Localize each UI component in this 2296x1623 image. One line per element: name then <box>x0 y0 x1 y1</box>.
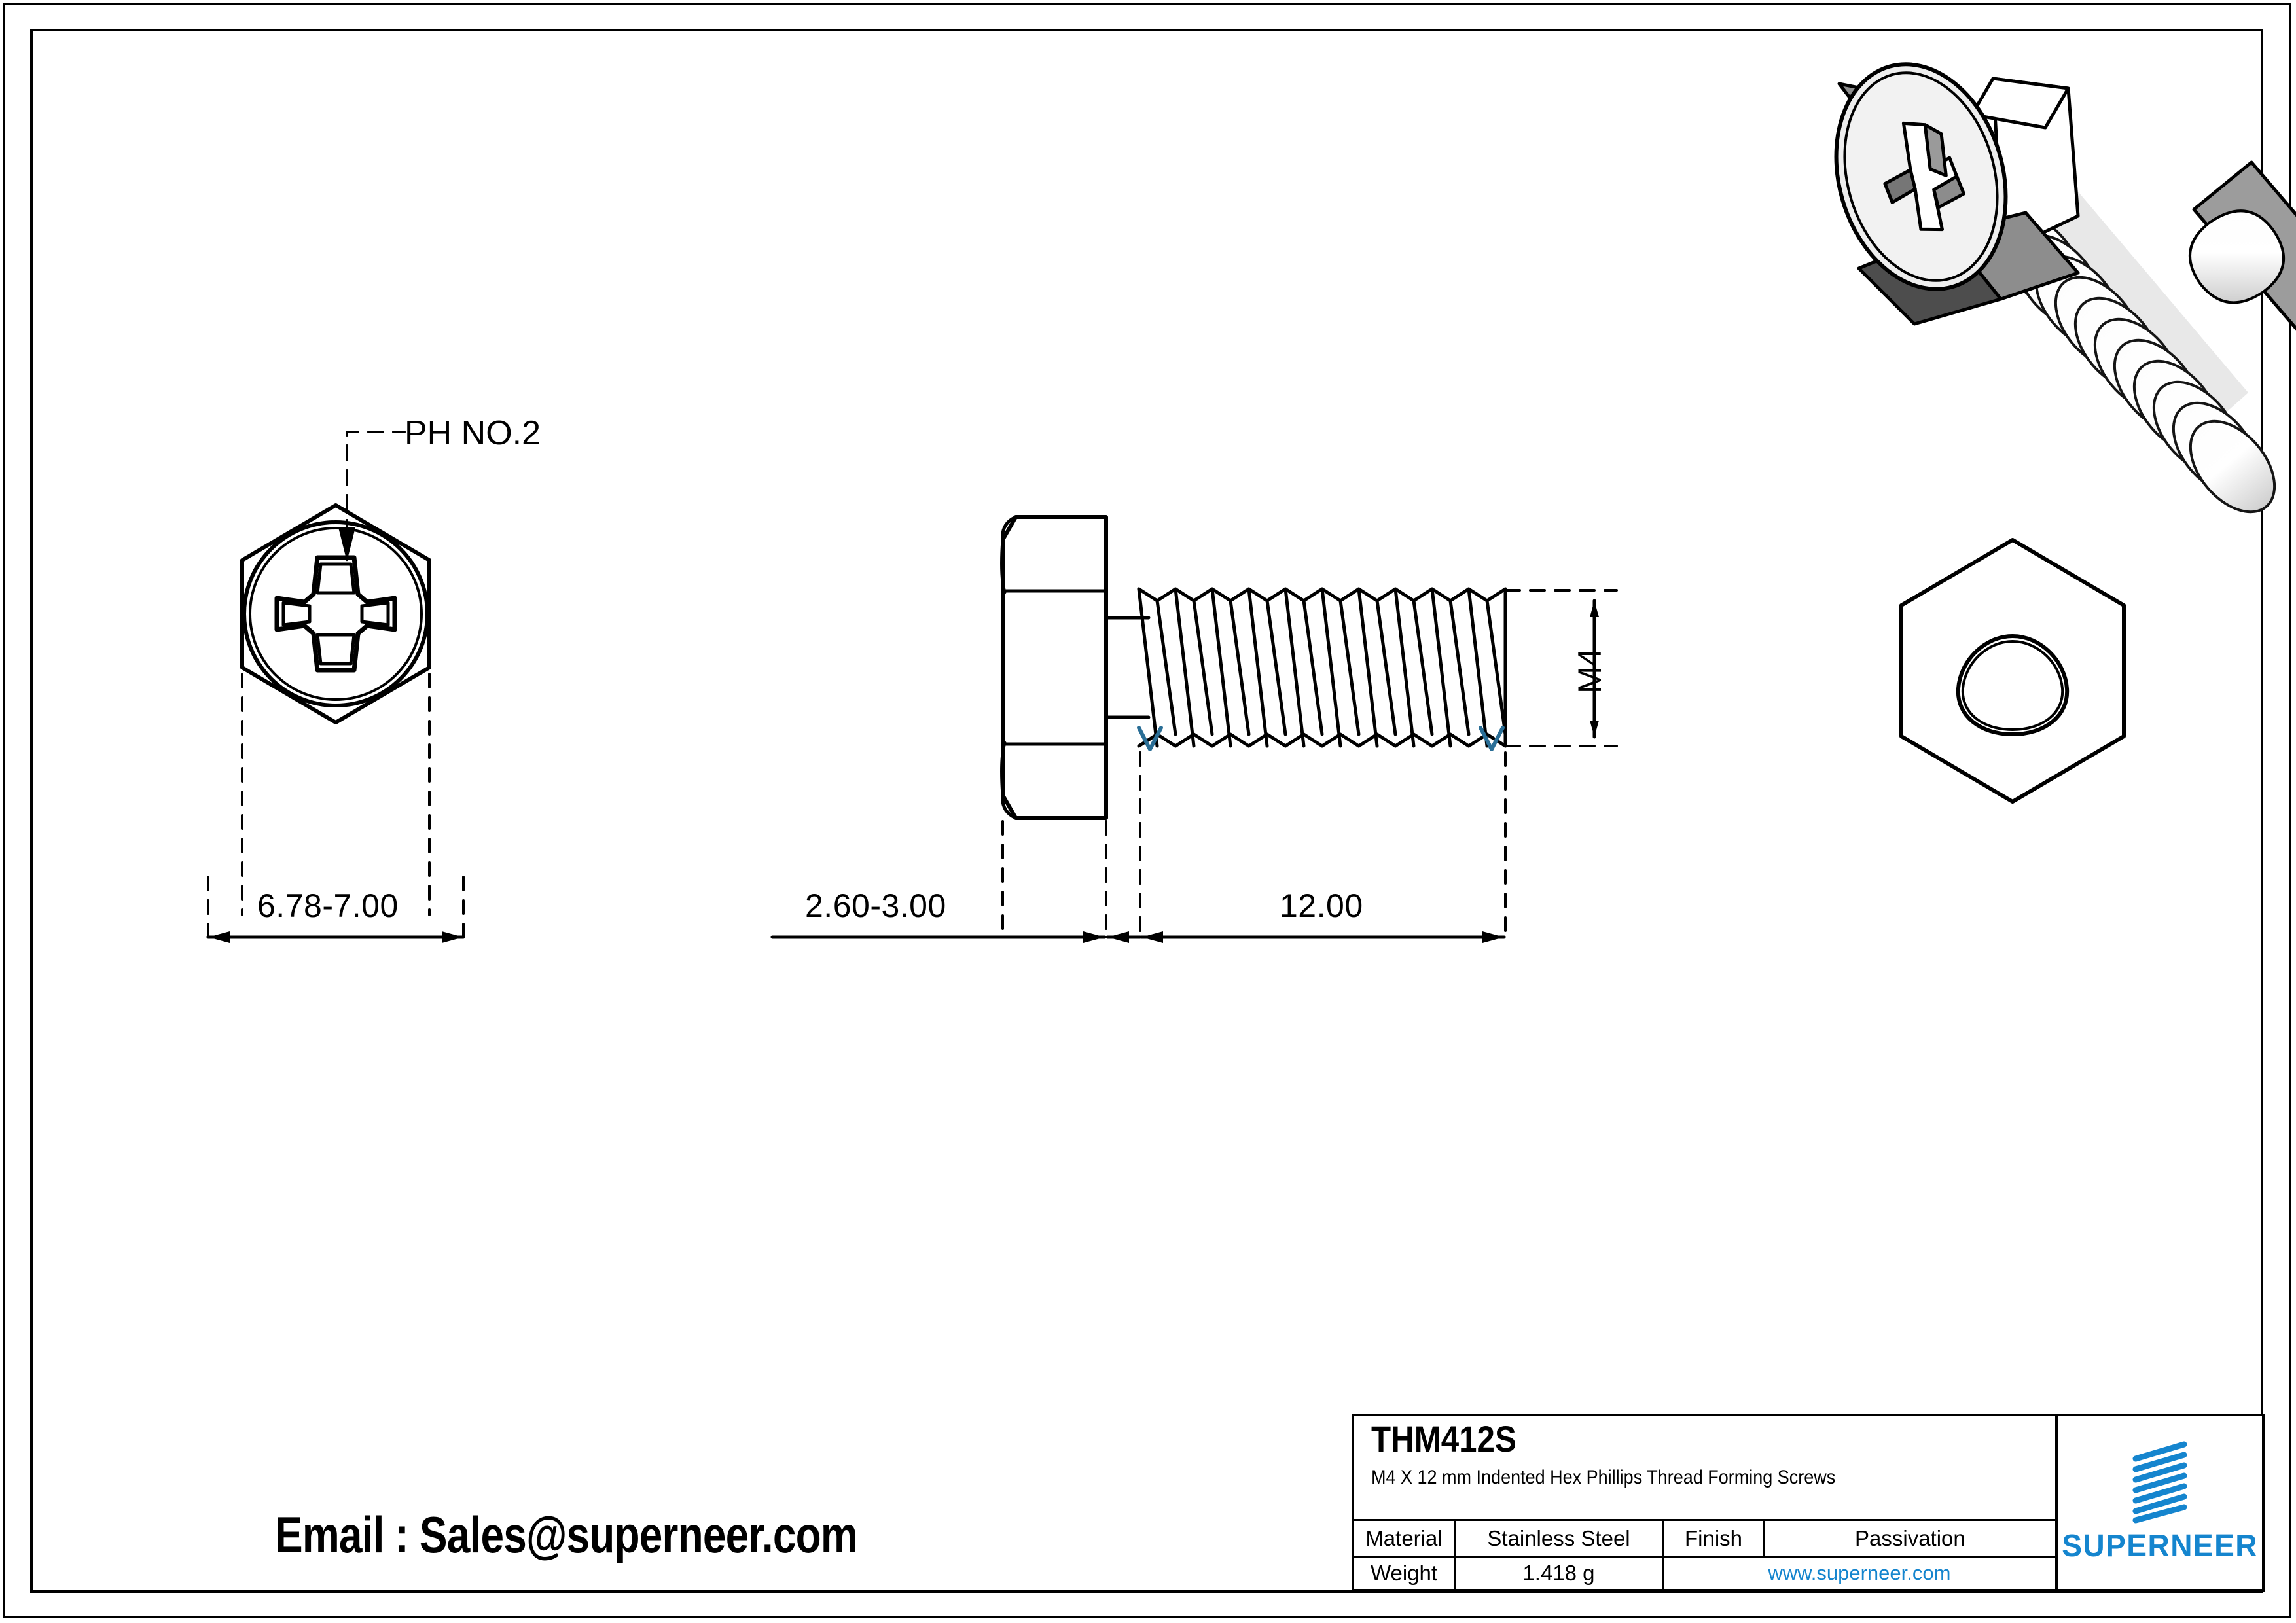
part-number: THM412S <box>1371 1418 1516 1459</box>
title-block-left: THM412S M4 X 12 mm Indented Hex Phillips… <box>1354 1416 2058 1589</box>
page-outer-frame <box>3 3 2291 1618</box>
dim-across-flats-label: 6.78-7.00 <box>257 887 399 924</box>
material-value: Stainless Steel <box>1456 1521 1664 1556</box>
material-label: Material <box>1354 1521 1456 1556</box>
finish-value: Passivation <box>1855 1525 1965 1550</box>
recess-callout-label: PH NO.2 <box>404 414 541 452</box>
title-block-header: THM412S M4 X 12 mm Indented Hex Phillips… <box>1354 1416 2055 1521</box>
drawing-border <box>30 29 2263 1593</box>
dim-thread-length-label: 12.00 <box>1280 887 1363 924</box>
part-description: M4 X 12 mm Indented Hex Phillips Thread … <box>1371 1466 1836 1488</box>
weight-label: Weight <box>1354 1558 1456 1589</box>
dim-head-height-label: 2.60-3.00 <box>805 887 946 924</box>
finish-label: Finish <box>1664 1521 1765 1556</box>
website-link[interactable]: www.superneer.com <box>1768 1561 1951 1584</box>
weight-value: 1.418 g <box>1456 1558 1664 1589</box>
title-block-row-material: Material Stainless Steel Finish Passivat… <box>1354 1521 2055 1558</box>
brand-panel: SUPERNEER <box>2058 1416 2262 1589</box>
title-block-row-weight: Weight 1.418 g www.superneer.com <box>1354 1558 2055 1589</box>
contact-email: Email : Sales@superneer.com <box>275 1506 858 1563</box>
brand-name: SUPERNEER <box>2062 1528 2258 1563</box>
title-block: THM412S M4 X 12 mm Indented Hex Phillips… <box>1352 1414 2265 1592</box>
superneer-logo-icon <box>2132 1441 2187 1523</box>
dim-thread-size-label: M4 <box>1571 648 1608 694</box>
